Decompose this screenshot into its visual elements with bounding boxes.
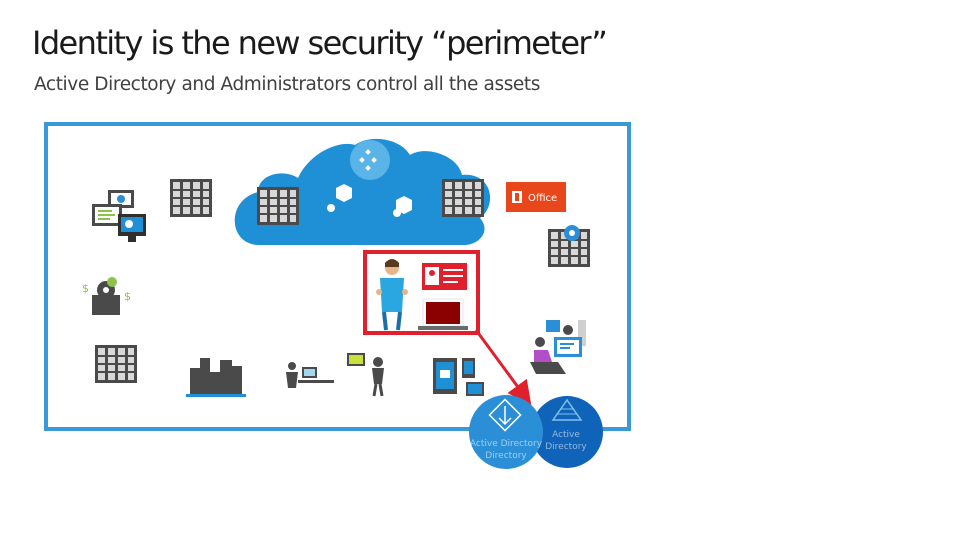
mobile-user-icon bbox=[347, 353, 384, 397]
computer-workstation-icon bbox=[92, 190, 146, 242]
svg-text:$: $ bbox=[124, 290, 131, 303]
cloud-glyph-1 bbox=[327, 204, 335, 212]
city-buildings-icon bbox=[186, 358, 246, 397]
gear-icon bbox=[564, 225, 580, 241]
remote-workers-icon bbox=[530, 320, 586, 374]
administrator-icon bbox=[376, 259, 408, 331]
server-rack-icon bbox=[169, 178, 213, 218]
admin-highlight-box bbox=[363, 250, 480, 335]
finance-gear-icon: $ $ bbox=[82, 277, 131, 315]
mobile-devices-icon bbox=[433, 358, 484, 396]
slide-subtitle: Active Directory and Administrators cont… bbox=[34, 74, 541, 95]
server-rack-icon bbox=[441, 178, 485, 218]
office-logo-icon: Office bbox=[506, 182, 566, 212]
laptop-icon bbox=[418, 298, 468, 330]
id-card-icon bbox=[422, 263, 467, 290]
desk-user-icon bbox=[286, 362, 334, 388]
slide-title: Identity is the new security “perimeter” bbox=[32, 24, 608, 62]
cloud-glyph-2 bbox=[393, 209, 401, 217]
active-directory-icon bbox=[469, 395, 543, 469]
active-directory-label-1: Active Directory bbox=[470, 439, 543, 449]
adfs-label-2: Directory bbox=[545, 442, 587, 452]
office-badge-label: Office bbox=[528, 193, 557, 204]
active-directory-label-2: Directory bbox=[485, 451, 527, 461]
adfs-pyramid-icon bbox=[531, 396, 603, 468]
adfs-label-1: Active bbox=[552, 430, 580, 440]
server-rack-icon bbox=[256, 186, 300, 226]
perimeter-frame bbox=[44, 122, 631, 431]
svg-text:$: $ bbox=[82, 282, 89, 295]
arrow-icon bbox=[474, 329, 532, 406]
server-rack-icon bbox=[94, 344, 138, 384]
